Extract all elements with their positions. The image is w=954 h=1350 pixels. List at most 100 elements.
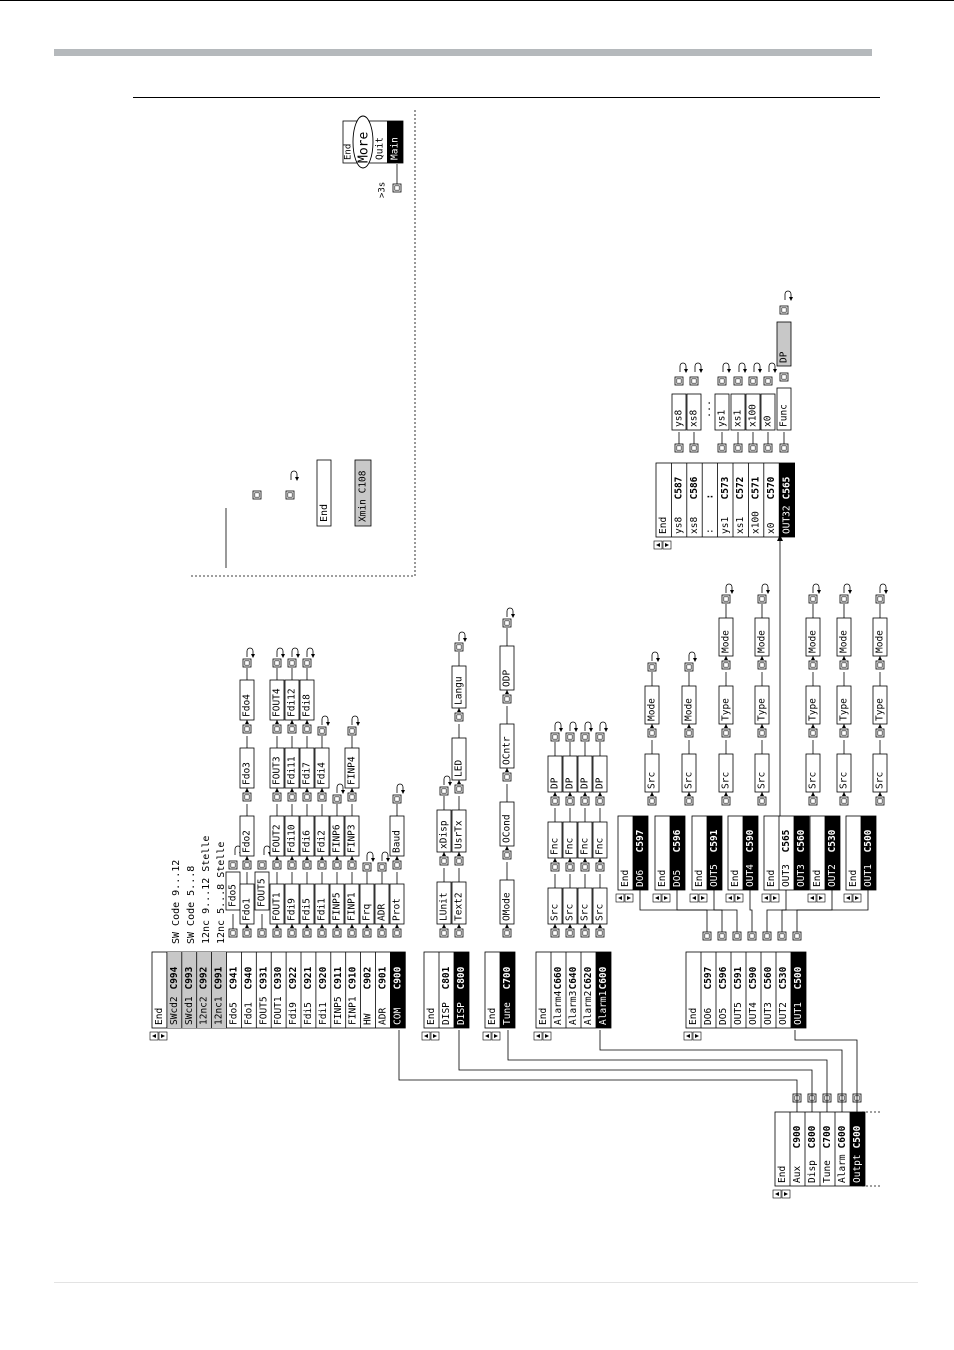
key-inner-icon	[810, 596, 816, 602]
return-loop-icon	[396, 783, 404, 793]
key-inner-icon	[582, 930, 588, 936]
aux-menu-grey-row	[181, 952, 197, 1028]
key-icon	[317, 928, 327, 938]
key-icon	[717, 931, 727, 941]
key-icon	[242, 792, 252, 802]
aux-menu-grey-row	[211, 952, 227, 1028]
param-label: Prot	[392, 898, 403, 921]
arrow-down-icon	[604, 728, 608, 732]
key-icon	[580, 862, 590, 872]
menu-row-code: C500	[852, 1125, 863, 1148]
aux-menu-grey-row	[196, 952, 212, 1028]
key-icon	[550, 796, 560, 806]
menu-row-code: C572	[735, 477, 746, 500]
param-label: Fdo5	[228, 884, 239, 907]
menu-row-code: C600	[598, 966, 609, 989]
key-inner-icon	[274, 862, 280, 868]
param-label: Baud	[392, 830, 403, 853]
key-icon	[347, 726, 357, 736]
key-inner-icon	[349, 930, 355, 936]
key-inner-icon	[723, 798, 729, 804]
param-box	[254, 871, 270, 911]
key-icon	[674, 376, 684, 386]
key-icon	[647, 662, 657, 672]
key-inner-icon	[723, 730, 729, 736]
arrow-down-icon	[251, 654, 255, 658]
menu-row-label: ADR	[377, 1008, 388, 1025]
menu-row-label: OUT2	[827, 864, 838, 887]
key-icon	[839, 796, 849, 806]
nav-left-arrow-icon	[655, 896, 659, 900]
key-inner-icon	[704, 933, 710, 939]
aux-menu-active-row	[390, 952, 406, 1028]
key-icon	[721, 728, 731, 738]
key-inner-icon	[289, 862, 295, 868]
key-inner-icon	[274, 726, 280, 732]
arrow-down-icon	[281, 654, 285, 658]
connector-line	[766, 890, 787, 932]
outpt-menu-active-row	[791, 952, 806, 1028]
param-label: Mode	[808, 630, 819, 653]
menu-row-label: 12nc1	[214, 996, 225, 1025]
menu-row-label: End	[426, 1008, 437, 1025]
menu-row-label: DO6	[635, 870, 646, 887]
param-label: Type	[808, 698, 819, 721]
key-inner-icon	[597, 798, 603, 804]
key-icon	[272, 928, 282, 938]
key-inner-icon	[456, 930, 462, 936]
key-inner-icon	[379, 930, 385, 936]
key-icon	[332, 860, 342, 870]
menu-row-label: 12nc2	[199, 996, 210, 1025]
key-inner-icon	[289, 930, 295, 936]
menu-row-label: SWcd2	[169, 996, 180, 1025]
key-inner-icon	[441, 788, 447, 794]
key-inner-icon	[552, 798, 558, 804]
menu-row-label: DISP	[441, 1002, 452, 1025]
key-inner-icon	[877, 662, 883, 668]
key-inner-icon	[750, 378, 756, 384]
key-icon	[377, 928, 387, 938]
key-icon	[565, 796, 575, 806]
param-label: Src	[595, 904, 606, 921]
key-inner-icon	[334, 930, 340, 936]
menu-row-label: End	[812, 870, 823, 887]
key-icon	[779, 372, 789, 382]
arrow-down-icon	[311, 654, 315, 658]
key-inner-icon	[394, 862, 400, 868]
key-inner-icon	[567, 734, 573, 740]
key-icon	[747, 931, 757, 941]
key-inner-icon	[254, 492, 260, 498]
return-loop-icon	[290, 470, 298, 480]
key-icon	[362, 862, 372, 872]
key-icon	[779, 443, 789, 453]
quit-label: Quit	[375, 137, 386, 160]
key-inner-icon	[244, 862, 250, 868]
key-icon	[595, 796, 605, 806]
key-icon	[717, 443, 727, 453]
more-highlight	[352, 115, 374, 169]
param-label: Src	[684, 772, 695, 789]
arrow-down-icon	[401, 790, 405, 794]
out-submenu-active-row	[633, 816, 648, 890]
nav-left-arrow-icon	[775, 1192, 779, 1196]
key-inner-icon	[765, 378, 771, 384]
return-loop-icon	[843, 583, 851, 593]
key-inner-icon	[244, 794, 250, 800]
key-inner-icon	[877, 730, 883, 736]
key-icon	[302, 928, 312, 938]
more-end-label: End	[344, 144, 354, 160]
key-inner-icon	[504, 620, 510, 626]
aux-menu-grey-row	[166, 952, 182, 1028]
legend-end-label: End	[319, 504, 330, 522]
menu-row-code: C800	[456, 966, 467, 989]
return-loop-icon	[722, 362, 730, 372]
key-inner-icon	[719, 445, 725, 451]
return-loop-icon	[768, 362, 776, 372]
return-loop-icon	[458, 631, 466, 641]
return-loop-icon	[443, 775, 451, 785]
menu-row-code: C590	[748, 966, 759, 989]
nav-left-arrow-icon	[764, 896, 768, 900]
out-submenu-active-row	[743, 816, 758, 890]
menu-row-label: FINP5	[333, 996, 344, 1025]
nav-right-arrow-icon	[665, 543, 669, 547]
